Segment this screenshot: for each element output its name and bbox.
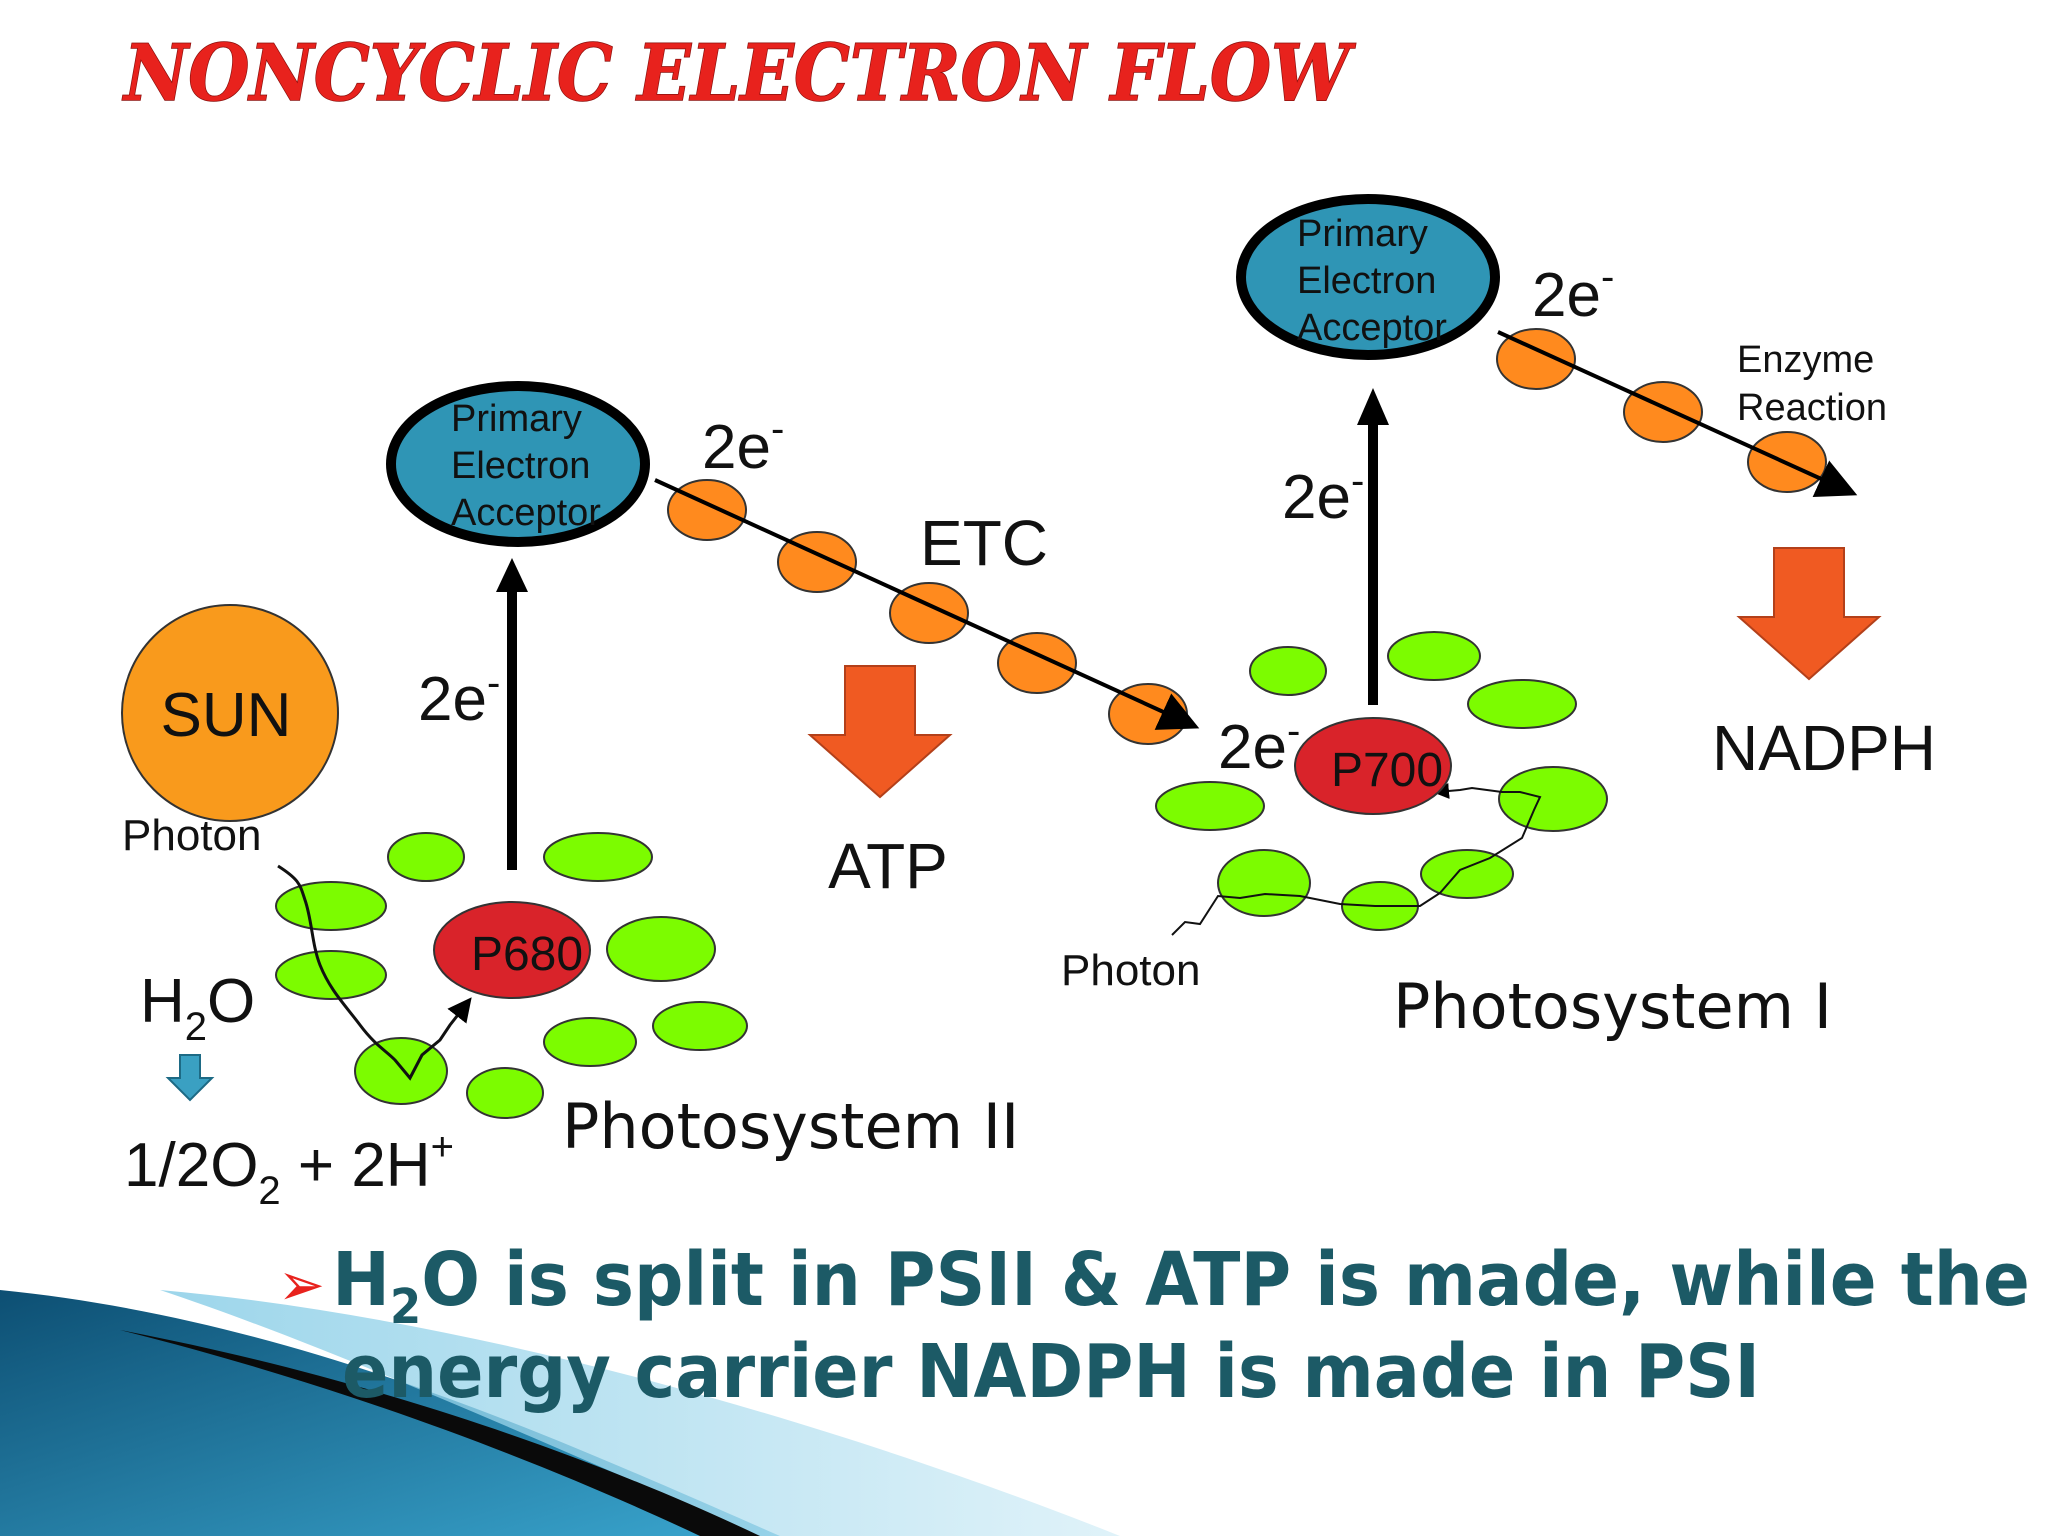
page-title: NONCYCLIC ELECTRON FLOW — [121, 28, 1356, 119]
psi-2e-out: 2e- — [1532, 255, 1614, 330]
psi-electron-path — [1497, 330, 1858, 497]
chlorophyll-icon — [387, 832, 465, 882]
psi-2e-in: 2e- — [1218, 709, 1300, 782]
photosystem-i-label: Photosystem I — [1393, 970, 1832, 1043]
psii-chlorophyll-cluster — [275, 832, 748, 1119]
enzyme-reaction-label: Enzyme Reaction — [1737, 339, 1887, 429]
psi-primary-electron-acceptor — [1236, 194, 1500, 360]
chlorophyll-icon — [543, 832, 653, 882]
electron-carrier-icon — [1496, 328, 1576, 390]
chlorophyll-icon — [354, 1037, 448, 1105]
photon-path-psi — [1171, 782, 1542, 936]
chlorophyll-icon — [543, 1017, 637, 1067]
psii-primary-electron-acceptor — [386, 381, 650, 547]
summary-bullet-line-1: ➢H2O is split in PSII & ATP is made, whi… — [278, 1237, 2030, 1335]
sun-icon — [121, 604, 339, 822]
chlorophyll-icon — [466, 1067, 544, 1119]
chlorophyll-icon — [1420, 849, 1514, 899]
corner-swoosh-decoration — [0, 1290, 1120, 1536]
atp-label: ATP — [828, 830, 948, 902]
water-label: H2O — [140, 967, 255, 1049]
psi-acceptor-label: Primary Electron Acceptor — [1297, 213, 1447, 349]
summary-bullet-line-2: energy carrier NADPH is made in PSI — [342, 1329, 1760, 1415]
electron-carrier-icon — [997, 632, 1077, 694]
water-products-label: 1/2O2 + 2H+ — [124, 1125, 454, 1213]
photon-path-psii — [277, 864, 472, 1081]
electron-carrier-icon — [1623, 381, 1703, 443]
psi-chlorophyll-cluster — [1155, 631, 1608, 931]
nadph-label: NADPH — [1712, 712, 1936, 784]
photosystem-ii-label: Photosystem II — [562, 1090, 1019, 1163]
chlorophyll-icon — [652, 1001, 748, 1051]
psi-arrow-head-icon — [1357, 388, 1389, 425]
photon-label-psii: Photon — [122, 811, 261, 860]
electron-carrier-icon — [667, 479, 747, 541]
chlorophyll-icon — [1217, 849, 1311, 917]
photon-label-psi: Photon — [1061, 946, 1200, 995]
p700-label: P700 — [1331, 744, 1443, 797]
p680-reaction-center — [433, 901, 591, 999]
psii-arrow-head-icon — [496, 558, 528, 592]
chlorophyll-icon — [606, 916, 716, 982]
chlorophyll-icon — [1155, 781, 1265, 831]
etc-label: ETC — [920, 507, 1048, 579]
p680-label: P680 — [471, 928, 583, 981]
chlorophyll-icon — [275, 950, 387, 1000]
p700-reaction-center — [1294, 717, 1452, 815]
chlorophyll-icon — [275, 881, 387, 931]
chlorophyll-icon — [1387, 631, 1481, 681]
sun-label: SUN — [161, 681, 292, 750]
psii-2e-out: 2e- — [702, 407, 784, 482]
atp-arrow-icon — [807, 665, 953, 799]
etc-electron-path — [654, 478, 1200, 730]
psii-acceptor-label: Primary Electron Acceptor — [451, 398, 601, 534]
chlorophyll-icon — [1498, 766, 1608, 832]
chlorophyll-icon — [1249, 646, 1327, 696]
psi-2e-up: 2e- — [1282, 459, 1364, 532]
nadph-arrow-icon — [1736, 547, 1882, 681]
water-split-arrow-icon — [165, 1054, 215, 1102]
psii-2e-up: 2e- — [418, 661, 500, 734]
chlorophyll-icon — [1467, 679, 1577, 729]
